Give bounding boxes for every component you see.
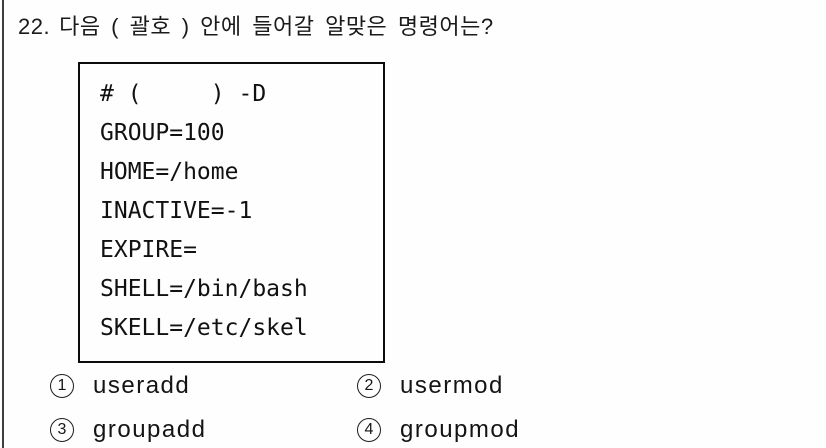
option-4-circled-number: 4 [357, 418, 381, 442]
option-3-circled-number: 3 [50, 418, 74, 442]
question-number: 22. [18, 14, 51, 39]
answer-options: 1 useradd 2 usermod 3 groupadd 4 groupmo… [50, 372, 520, 444]
option-2-usermod[interactable]: 2 usermod [357, 372, 520, 400]
option-3-groupadd[interactable]: 3 groupadd [50, 416, 357, 444]
question-line: 22. 다음 ( 괄호 ) 안에 들어갈 알맞은 명령어는? [18, 13, 494, 41]
option-1-useradd[interactable]: 1 useradd [50, 372, 357, 400]
option-2-circled-number: 2 [357, 374, 381, 398]
code-line-shell: SHELL=/bin/bash [100, 276, 308, 302]
code-line-skel: SKELL=/etc/skel [100, 315, 308, 341]
option-1-label: useradd [93, 372, 191, 399]
option-4-groupmod[interactable]: 4 groupmod [357, 416, 520, 444]
column-divider-line [2, 0, 4, 448]
code-line-home: HOME=/home [100, 159, 239, 185]
terminal-output-box: # ( ) -D GROUP=100 HOME=/home INACTIVE=-… [78, 62, 385, 363]
option-1-circled-number: 1 [50, 374, 74, 398]
code-line-group: GROUP=100 [100, 120, 225, 146]
option-3-label: groupadd [93, 416, 207, 443]
option-2-label: usermod [400, 372, 504, 399]
option-4-label: groupmod [400, 416, 521, 443]
question-text: 다음 ( 괄호 ) 안에 들어갈 알맞은 명령어는? [59, 14, 494, 39]
code-line-expire: EXPIRE= [100, 237, 197, 263]
code-line-command: # ( ) -D [100, 81, 267, 107]
code-line-inactive: INACTIVE=-1 [100, 198, 253, 224]
